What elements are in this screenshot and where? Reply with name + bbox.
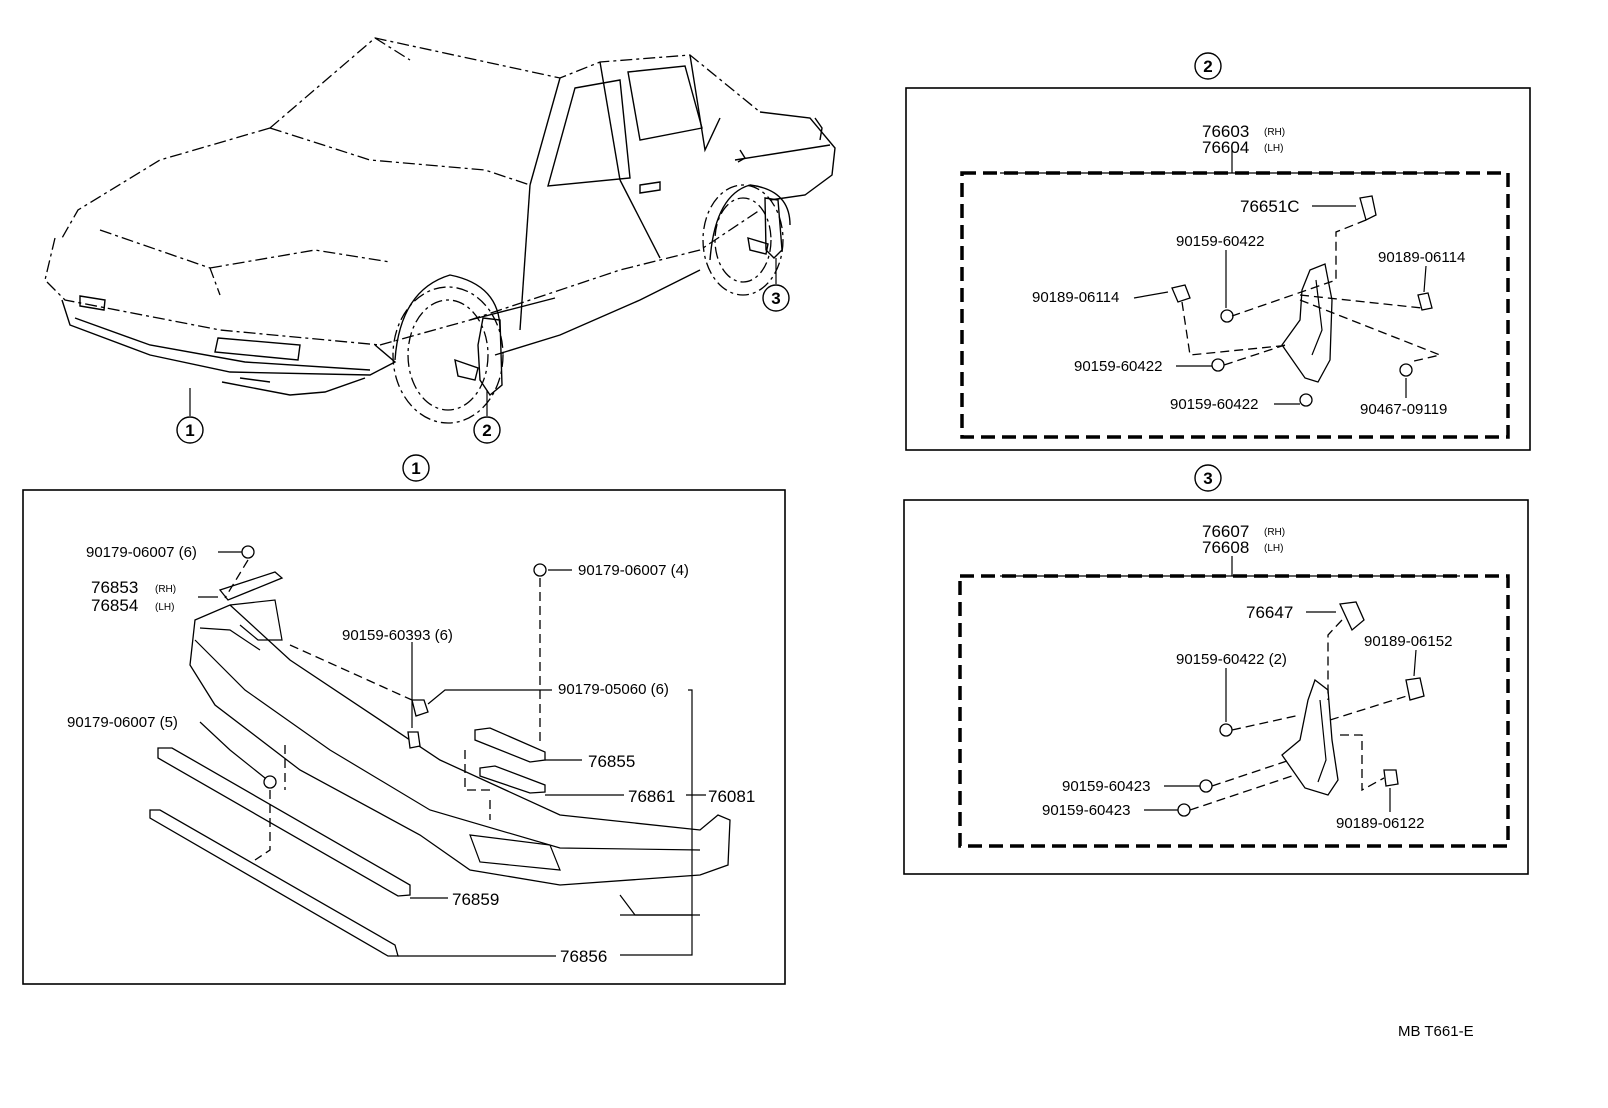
label-90189-06114-right: 90189-06114 [1378, 249, 1465, 266]
svg-text:3: 3 [771, 289, 780, 308]
label-76853: 76853 [91, 578, 138, 597]
label-76603-rh: (RH) [1264, 127, 1285, 138]
panel-2-marker: 2 [1194, 52, 1222, 80]
label-76607: 76607 [1202, 522, 1249, 541]
label-90179-06007-4: 90179-06007 (4) [578, 562, 689, 579]
diagram-code: MB T661-E [1398, 1023, 1474, 1040]
callout-1: 1 [176, 416, 204, 444]
label-90159-60422-2: 90159-60422 (2) [1176, 651, 1287, 668]
label-76608-lh: (LH) [1264, 543, 1283, 554]
label-76603: 76603 [1202, 122, 1249, 141]
label-90159-60393: 90159-60393 (6) [342, 627, 453, 644]
svg-text:1: 1 [411, 459, 420, 478]
panel-1-frame [22, 489, 786, 985]
label-76608: 76608 [1202, 538, 1249, 557]
label-90179-06007-5: 90179-06007 (5) [67, 714, 178, 731]
svg-text:1: 1 [185, 421, 194, 440]
label-90159-60422-top: 90159-60422 [1176, 233, 1264, 250]
panel-1-marker: 1 [402, 454, 430, 482]
panel-3-frame [903, 499, 1529, 875]
front-spoiler-assembly [149, 545, 731, 957]
label-76647: 76647 [1246, 603, 1293, 622]
label-76853-rh: (RH) [155, 584, 176, 595]
label-90159-60422-bottom: 90159-60422 [1170, 396, 1258, 413]
label-76081: 76081 [708, 787, 755, 806]
label-76607-rh: (RH) [1264, 527, 1285, 538]
callout-3: 3 [762, 284, 790, 312]
label-90189-06152: 90189-06152 [1364, 633, 1452, 650]
panel-1-leaders [198, 551, 706, 957]
callout-2: 2 [473, 416, 501, 444]
svg-text:2: 2 [1203, 57, 1212, 76]
label-76859: 76859 [452, 890, 499, 909]
front-mudguard-parts [1171, 195, 1443, 407]
label-76856: 76856 [560, 947, 607, 966]
panel-2-frame [905, 87, 1531, 451]
label-76854: 76854 [91, 596, 138, 615]
label-90467-09119: 90467-09119 [1360, 401, 1447, 418]
label-90159-60422-mid: 90159-60422 [1074, 358, 1162, 375]
car-overview-illustration [44, 37, 836, 424]
label-76604: 76604 [1202, 138, 1249, 157]
label-76651c: 76651C [1240, 197, 1300, 216]
svg-text:3: 3 [1203, 469, 1212, 488]
label-90179-05060: 90179-05060 (6) [558, 681, 669, 698]
label-90189-06114-left: 90189-06114 [1032, 289, 1119, 306]
label-76855: 76855 [588, 752, 635, 771]
label-90179-06007-6: 90179-06007 (6) [86, 544, 197, 561]
rear-mudguard-parts [1177, 601, 1425, 817]
svg-text:2: 2 [482, 421, 491, 440]
label-90159-60423-b: 90159-60423 [1042, 802, 1130, 819]
panel-3-marker: 3 [1194, 464, 1222, 492]
label-76854-lh: (LH) [155, 602, 174, 613]
label-90159-60423-a: 90159-60423 [1062, 778, 1150, 795]
label-76604-lh: (LH) [1264, 143, 1283, 154]
label-76861: 76861 [628, 787, 675, 806]
label-90189-06122: 90189-06122 [1336, 815, 1424, 832]
